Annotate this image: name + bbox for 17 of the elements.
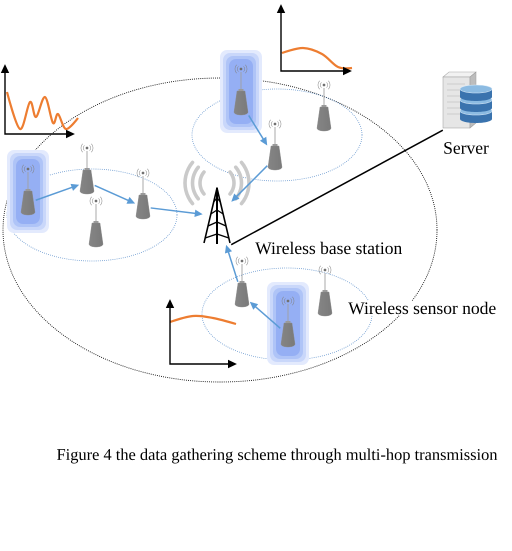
- figure-caption: Figure 4 the data gathering scheme through multi-hop transmission: [57, 448, 498, 464]
- server-icon: [442, 72, 492, 128]
- sensor-node: [316, 80, 332, 132]
- sensor-node: [80, 144, 94, 194]
- sensor-node: [268, 120, 282, 170]
- highlighted-sensor-node: [220, 50, 262, 133]
- sensor-node: [234, 256, 250, 308]
- base-station-tower: [183, 160, 251, 244]
- sensor-node: [88, 196, 104, 248]
- text-label: Server: [442, 141, 490, 155]
- highlighted-sensor-node: [7, 150, 49, 233]
- text-label: Wireless base station: [254, 240, 404, 256]
- highlighted-sensor-node: [267, 282, 309, 365]
- text-label: Wireless sensor node: [347, 300, 498, 316]
- sensor-node: [318, 266, 332, 316]
- sensor-node: [136, 168, 150, 220]
- connection-line: [230, 130, 444, 246]
